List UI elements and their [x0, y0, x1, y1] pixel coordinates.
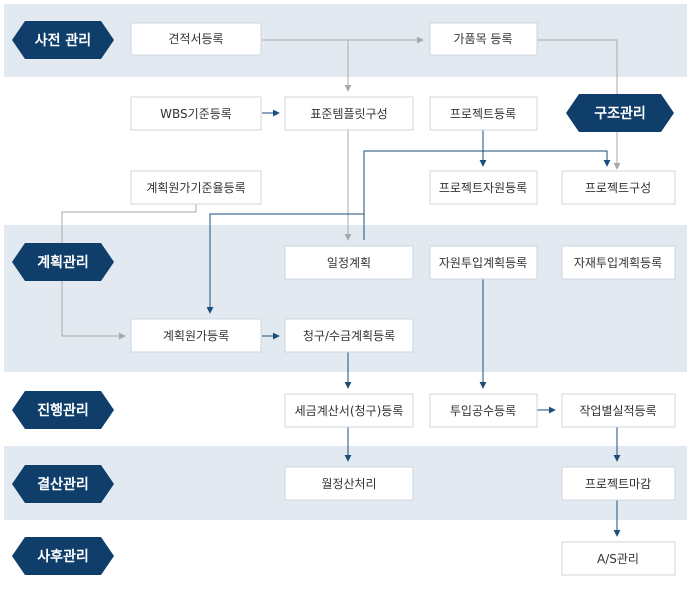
step-tax-invoice-label: 세금계산서(청구)등록	[295, 404, 404, 418]
step-tax-invoice: 세금계산서(청구)등록	[284, 393, 414, 428]
step-resource-plan-label: 자원투입계획등록	[439, 256, 527, 270]
step-project-close-label: 프로젝트마감	[585, 477, 651, 491]
stage-plan: 계획관리	[12, 243, 114, 281]
step-price-item-label: 가품목 등록	[453, 32, 512, 46]
step-resource-plan: 자원투입계획등록	[429, 245, 538, 280]
step-template: 표준템플릿구성	[284, 96, 414, 131]
step-project-close: 프로젝트마감	[561, 466, 676, 501]
step-project-resource-label: 프로젝트자원등록	[439, 181, 527, 195]
step-project-compose: 프로젝트구성	[561, 170, 676, 205]
step-work-result-label: 작업별실적등록	[579, 404, 656, 418]
step-project-reg: 프로젝트등록	[429, 96, 538, 131]
stage-close-label: 결산관리	[37, 476, 89, 493]
stage-prog-label: 진행관리	[37, 402, 89, 419]
stage-pre-label: 사전 관리	[35, 32, 91, 49]
step-labor-input: 투입공수등록	[429, 393, 538, 428]
arrow-cost-basis-to-cost-plan	[61, 204, 197, 340]
step-wbs: WBS기준등록	[130, 96, 262, 131]
step-cost-basis: 계획원가기준율등록	[130, 170, 262, 205]
step-wbs-label: WBS기준등록	[160, 107, 232, 121]
step-as-label: A/S관리	[597, 552, 639, 566]
stage-struct: 구조관리	[566, 94, 674, 132]
step-cost-plan-label: 계획원가등록	[163, 329, 229, 343]
stage-struct-label: 구조관리	[594, 105, 646, 122]
step-as: A/S관리	[561, 541, 676, 576]
step-work-result: 작업별실적등록	[561, 393, 676, 428]
step-price-item: 가품목 등록	[429, 22, 538, 56]
step-schedule-label: 일정계획	[327, 256, 371, 270]
step-month-close: 월정산처리	[284, 466, 414, 501]
stage-prog: 진행관리	[12, 391, 114, 429]
step-estimate-label: 견적서등록	[168, 32, 223, 46]
stage-after-label: 사후관리	[37, 548, 89, 565]
stage-close: 결산관리	[12, 465, 114, 503]
step-billing-plan-label: 청구/수금계획등록	[303, 329, 395, 343]
step-material-plan-label: 자재투입계획등록	[574, 256, 662, 270]
step-month-close-label: 월정산처리	[321, 477, 376, 491]
step-template-label: 표준템플릿구성	[310, 107, 387, 121]
step-cost-plan: 계획원가등록	[130, 318, 262, 353]
step-billing-plan: 청구/수금계획등록	[284, 318, 414, 353]
arrow-to-cost-plan	[206, 151, 365, 314]
step-schedule: 일정계획	[284, 245, 414, 280]
stage-pre: 사전 관리	[12, 21, 114, 59]
step-material-plan: 자재투입계획등록	[561, 245, 676, 280]
stage-plan-label: 계획관리	[37, 254, 89, 271]
step-cost-basis-label: 계획원가기준율등록	[146, 181, 245, 195]
stage-after: 사후관리	[12, 537, 114, 575]
step-project-compose-label: 프로젝트구성	[585, 181, 651, 195]
step-labor-input-label: 투입공수등록	[450, 404, 516, 418]
step-project-reg-label: 프로젝트등록	[450, 107, 516, 121]
step-estimate: 견적서등록	[130, 22, 262, 56]
step-project-resource: 프로젝트자원등록	[429, 170, 538, 205]
